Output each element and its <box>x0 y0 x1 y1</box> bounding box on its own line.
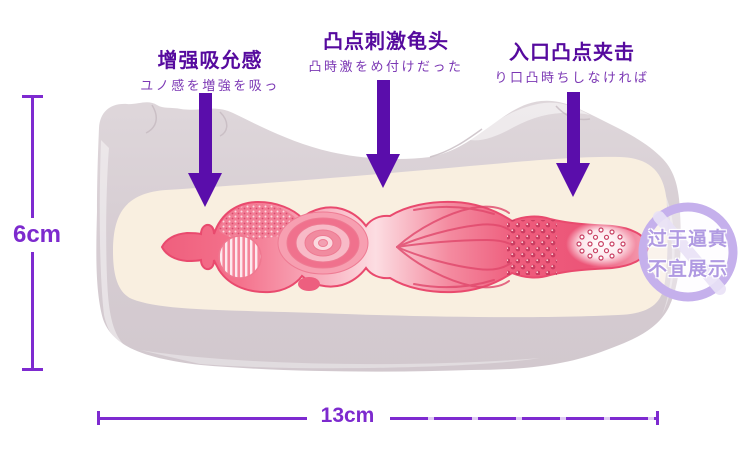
feature-label-entrance-pinch: 入口凸点夹击 り口凸時ちしなければ <box>494 42 649 86</box>
height-dimension-label: 6cm <box>12 221 62 248</box>
tunnel-bottom-bump <box>298 277 320 291</box>
feature-subtitle: ユノ感を増強を吸っ <box>140 78 280 93</box>
arrow-shaft <box>566 92 580 163</box>
arrow-shaft <box>376 80 390 154</box>
dimension-line <box>97 417 307 420</box>
tunnel-group <box>160 200 650 294</box>
arrow-down-icon <box>366 80 400 188</box>
tunnel-stipple-texture <box>219 204 300 239</box>
tunnel-dot-grid <box>507 220 557 275</box>
feature-heading: 增强吸允感 <box>157 50 263 72</box>
arrow-shaft <box>198 93 212 173</box>
tunnel-ribbed-ball <box>218 235 262 279</box>
tunnel-concentric-rings <box>277 211 369 275</box>
length-dimension-label: 13cm <box>320 404 375 427</box>
dimension-line <box>390 417 659 420</box>
dimension-line <box>31 252 34 368</box>
no-prohibition-icon <box>638 202 738 302</box>
arrow-head <box>366 154 400 188</box>
feature-heading: 凸点刺激龟头 <box>322 31 449 53</box>
dimension-cap <box>22 368 43 371</box>
arrow-down-icon <box>556 92 590 197</box>
feature-subtitle: 凸時激をめ付けだった <box>308 59 464 74</box>
arrow-down-icon <box>188 93 222 207</box>
arrow-head <box>556 163 590 197</box>
censored-badge: 过于逼真 不宜展示 <box>636 200 740 304</box>
tunnel-ring-dots <box>576 227 626 261</box>
dimension-line <box>31 95 34 218</box>
dimension-cap <box>656 411 659 425</box>
tunnel-ridge-lines <box>396 205 513 289</box>
feature-subtitle: り口凸時ちしなければ <box>494 70 650 85</box>
badge-text-line2: 不宜展示 <box>647 259 728 280</box>
feature-label-suction: 增强吸允感 ユノ感を増強を吸っ <box>140 50 280 94</box>
feature-heading: 入口凸点夹击 <box>508 42 635 64</box>
feature-label-glans-stimulation: 凸点刺激龟头 凸時激をめ付けだった <box>308 31 463 75</box>
badge-text-line1: 过于逼真 <box>647 229 728 250</box>
arrow-head <box>188 173 222 207</box>
